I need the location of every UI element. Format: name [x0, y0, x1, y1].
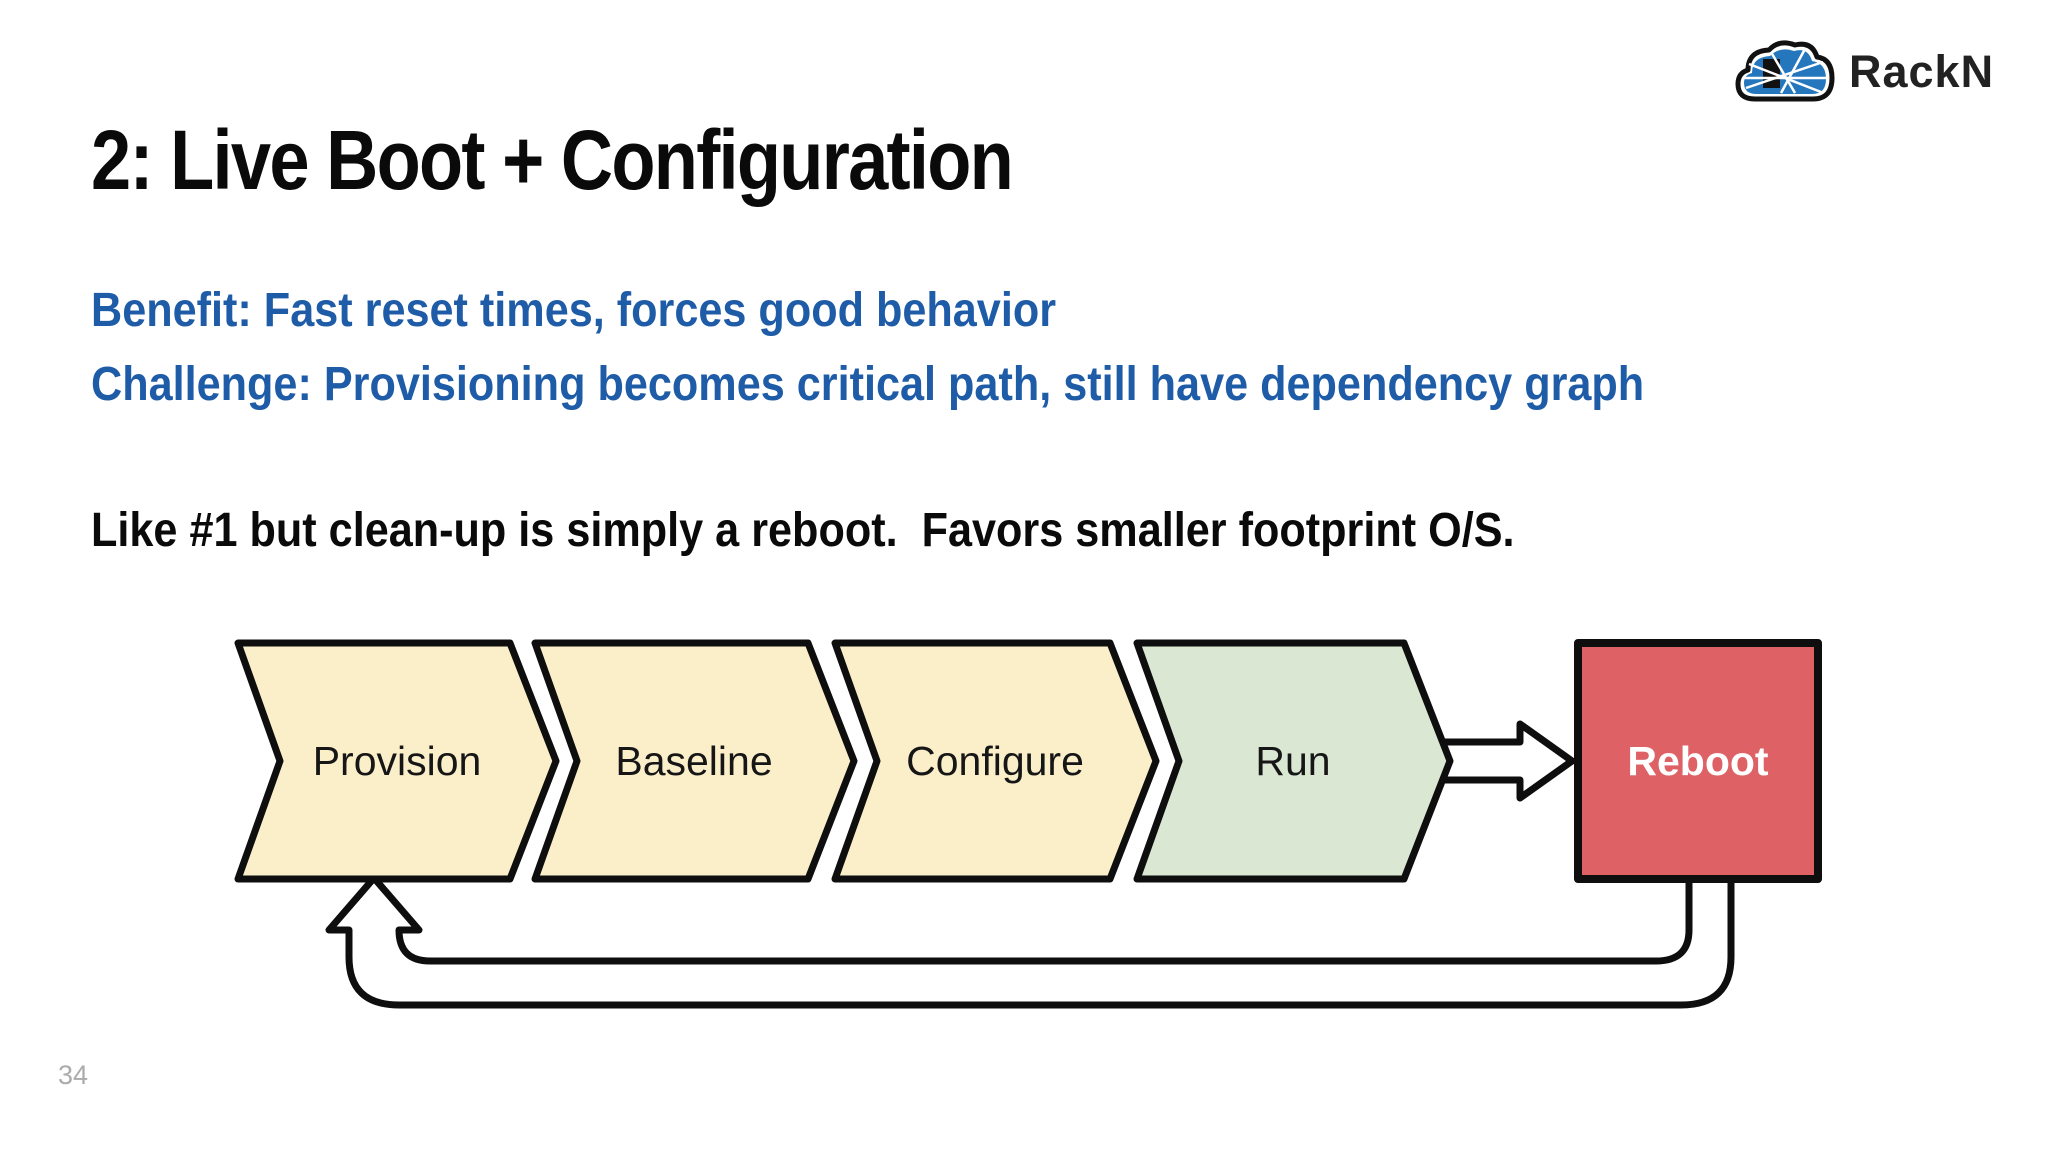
step-label-run: Run	[1255, 738, 1331, 784]
chevron-configure	[831, 639, 1160, 883]
reboot-box	[1574, 639, 1822, 883]
rackn-logo-text: RackN	[1849, 46, 1995, 97]
benefit-text: Benefit: Fast reset times, forces good b…	[91, 284, 1057, 337]
step-label-baseline: Baseline	[615, 738, 773, 784]
note-text: Like #1 but clean-up is simply a reboot.…	[91, 504, 1515, 557]
chevron-baseline	[531, 639, 858, 883]
step-label-reboot: Reboot	[1627, 738, 1769, 784]
chevron-run	[1133, 639, 1454, 883]
loop-back-arrow	[325, 873, 1735, 1009]
page-number: 34	[58, 1060, 89, 1090]
step-label-provision: Provision	[312, 738, 482, 784]
chevron-provision	[234, 639, 560, 883]
rackn-logo: RackN	[1733, 36, 1994, 108]
page-title: 2: Live Boot + Configuration	[91, 113, 1014, 208]
challenge-text: Challenge: Provisioning becomes critical…	[91, 358, 1645, 411]
rackn-cloud-icon	[1735, 40, 1835, 102]
step-label-configure: Configure	[906, 738, 1084, 784]
